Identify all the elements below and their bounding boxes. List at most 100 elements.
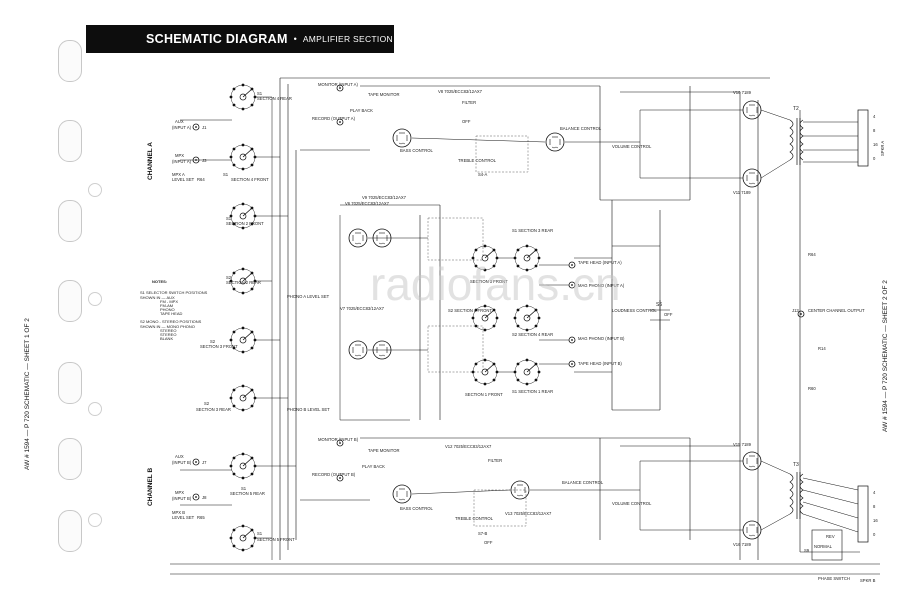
middle-section: PHONO A LEVEL SET PHONO B LEVEL SET V7 7…: [287, 201, 865, 420]
switch-section-labels: S1 SECTION 4 REAR S1 SECTION 4 FRONT S1 …: [196, 91, 295, 542]
s1-sec3-rear-label: S1 SECTION 3 REAR: [512, 228, 553, 233]
treble-b-label: TREBLE CONTROL: [455, 516, 494, 521]
switch-wafers: [229, 83, 257, 552]
monitor-a-label: MONITOR (INPUT A): [318, 82, 358, 87]
tube-v16-label: V16 7189: [733, 542, 752, 547]
mpx-b-level-sub: LEVEL SET: [172, 515, 195, 520]
page-title: SCHEMATIC DIAGRAM: [146, 32, 288, 46]
notes-block: NOTES: S1 SELECTOR SWITCH POSITIONS SHOW…: [140, 279, 208, 341]
mpx-a-jack-id: J3: [202, 158, 207, 163]
notes-s1-pos: FM - MPX: [160, 299, 178, 304]
switch-wafer-icon: [229, 143, 257, 171]
binder-ring: [88, 513, 102, 527]
switch-wafer-icon: [229, 524, 257, 552]
mpx-b-jack-id: J8: [202, 495, 207, 500]
mpx-a-level-label: MPX A: [172, 172, 185, 177]
tube-v13-label: V13 7025/ECC83/12AX7: [505, 511, 552, 516]
switch-section-label: SECTION 3 REAR: [196, 407, 231, 412]
tape-head-b-jack-icon: [568, 360, 576, 368]
aux-b-jack-id: J7: [202, 460, 207, 465]
bass-a-label: BASS CONTROL: [400, 148, 433, 153]
spk-b-term: 4: [873, 490, 876, 495]
tape-head-a-label: TAPE HEAD (INPUT A): [578, 260, 622, 265]
switch-wafer-icon: [229, 326, 257, 354]
aux-a-jack-id: J1: [202, 125, 207, 130]
notes-s2-pos: STEREO: [160, 328, 176, 333]
notes-s1-pos: SHOWN IN — AUX: [140, 295, 175, 300]
mpx-a-level-sub: LEVEL SET: [172, 177, 195, 182]
tube-v9-label: V9 7025/ECC83/12AX7: [362, 195, 407, 200]
s7-b-label: S7-B: [478, 531, 488, 536]
volume-a-label: VOLUME CONTROL: [612, 144, 652, 149]
bass-b-label: BASS CONTROL: [400, 506, 433, 511]
notes-s1-pos: PHONO: [160, 307, 175, 312]
off-b-label: OFF: [484, 540, 493, 545]
notes-s1-title: S1 SELECTOR SWITCH POSITIONS: [140, 290, 208, 295]
switch-section-label: SECTION 4 FRONT: [231, 177, 269, 182]
s6-label: S6: [656, 302, 662, 308]
tube-v9-icon: [545, 132, 565, 152]
aux-b-sub: (INPUT B): [172, 460, 192, 465]
s6-off-label: OFF: [664, 312, 673, 317]
tube-v10-label: V10 7189: [733, 90, 752, 95]
s1-sec3-front-label: SECTION 3 FRONT: [470, 279, 508, 284]
r14-label: R14: [818, 346, 826, 351]
tube-v8-label: V8 7025/ECC83/12AX7: [438, 89, 483, 94]
inputs-b: AUX (INPUT B) J7 MPX (INPUT B) J8 MPX B …: [172, 454, 207, 520]
switch-wafer-icon: [229, 83, 257, 111]
spkr-b-label: SPKR B: [860, 578, 876, 583]
speaker-b-terminal-strip: [857, 485, 869, 543]
mpx-a-level-id: R64: [197, 177, 205, 182]
switch-wafer-icon: [229, 452, 257, 480]
phase-switch-box: [811, 529, 843, 561]
mpx-b-label: MPX: [175, 490, 184, 495]
watermark: radiofans.cn: [370, 258, 621, 310]
switch-section-label: SECTION 5 REAR: [230, 491, 265, 496]
spkr-a-label: SPKR A: [880, 141, 885, 156]
spk-b-term: 0: [873, 532, 876, 537]
aux-b-label: AUX: [175, 454, 184, 459]
punch-hole: [58, 438, 82, 480]
aux-b-jack-icon: [192, 458, 200, 466]
spk-b-term: 16: [873, 518, 878, 523]
tape-monitor-a-label: TAPE MONITOR: [368, 92, 400, 97]
switch-id: S1: [226, 216, 232, 221]
binder-ring: [88, 292, 102, 306]
tube-v8-icon: [392, 128, 412, 148]
transformer-t3-label: T3: [793, 462, 799, 468]
punch-hole: [58, 120, 82, 162]
binder-ring: [88, 183, 102, 197]
balance-a-label: BALANCE CONTROL: [560, 126, 602, 131]
s4-a-label: S4-A: [478, 172, 488, 177]
notes-title: NOTES:: [152, 279, 167, 284]
off-a-label: OFF: [462, 119, 471, 124]
bus-wiring: [170, 77, 880, 575]
volume-b-label: VOLUME CONTROL: [612, 501, 652, 506]
inputs-a: AUX (INPUT A) J1 MPX (INPUT A) J3 MPX A …: [172, 119, 207, 182]
switch-section-label: SECTION 2 FRONT: [226, 221, 264, 226]
aux-a-label: AUX: [175, 119, 184, 124]
tube-v15-label: V15 7189: [733, 442, 752, 447]
binder-ring: [88, 402, 102, 416]
mag-phono-a-label: MAG PHONO (INPUT A): [578, 283, 625, 288]
notes-s1-pos: FM-AM: [160, 303, 173, 308]
bottom-section: MONITOR (INPUT B) RECORD (OUTPUT B) TAPE…: [312, 437, 878, 583]
tube-v6-label: V6 7025/ECC83/12AX7: [345, 201, 390, 206]
s9-label: S9: [804, 548, 810, 553]
switch-id: S2: [210, 339, 216, 344]
notes-s2-pos: BLANK: [160, 336, 173, 341]
mpx-b-sub: (INPUT B): [172, 496, 192, 501]
mpx-b-level-label: MPX B: [172, 510, 185, 515]
mpx-b-jack-icon: [192, 493, 200, 501]
aux-a-jack-icon: [192, 123, 200, 131]
title-separator: •: [293, 34, 297, 44]
top-section: MONITOR (INPUT A) RECORD (OUTPUT A) TAPE…: [312, 82, 885, 200]
switch-id: S1: [223, 172, 229, 177]
record-b-label: RECORD (OUTPUT B): [312, 472, 356, 477]
record-a-label: RECORD (OUTPUT A): [312, 116, 356, 121]
punch-hole: [58, 40, 82, 82]
transformer-t2-icon: [789, 118, 804, 165]
center-channel-jack-icon: [797, 310, 805, 318]
